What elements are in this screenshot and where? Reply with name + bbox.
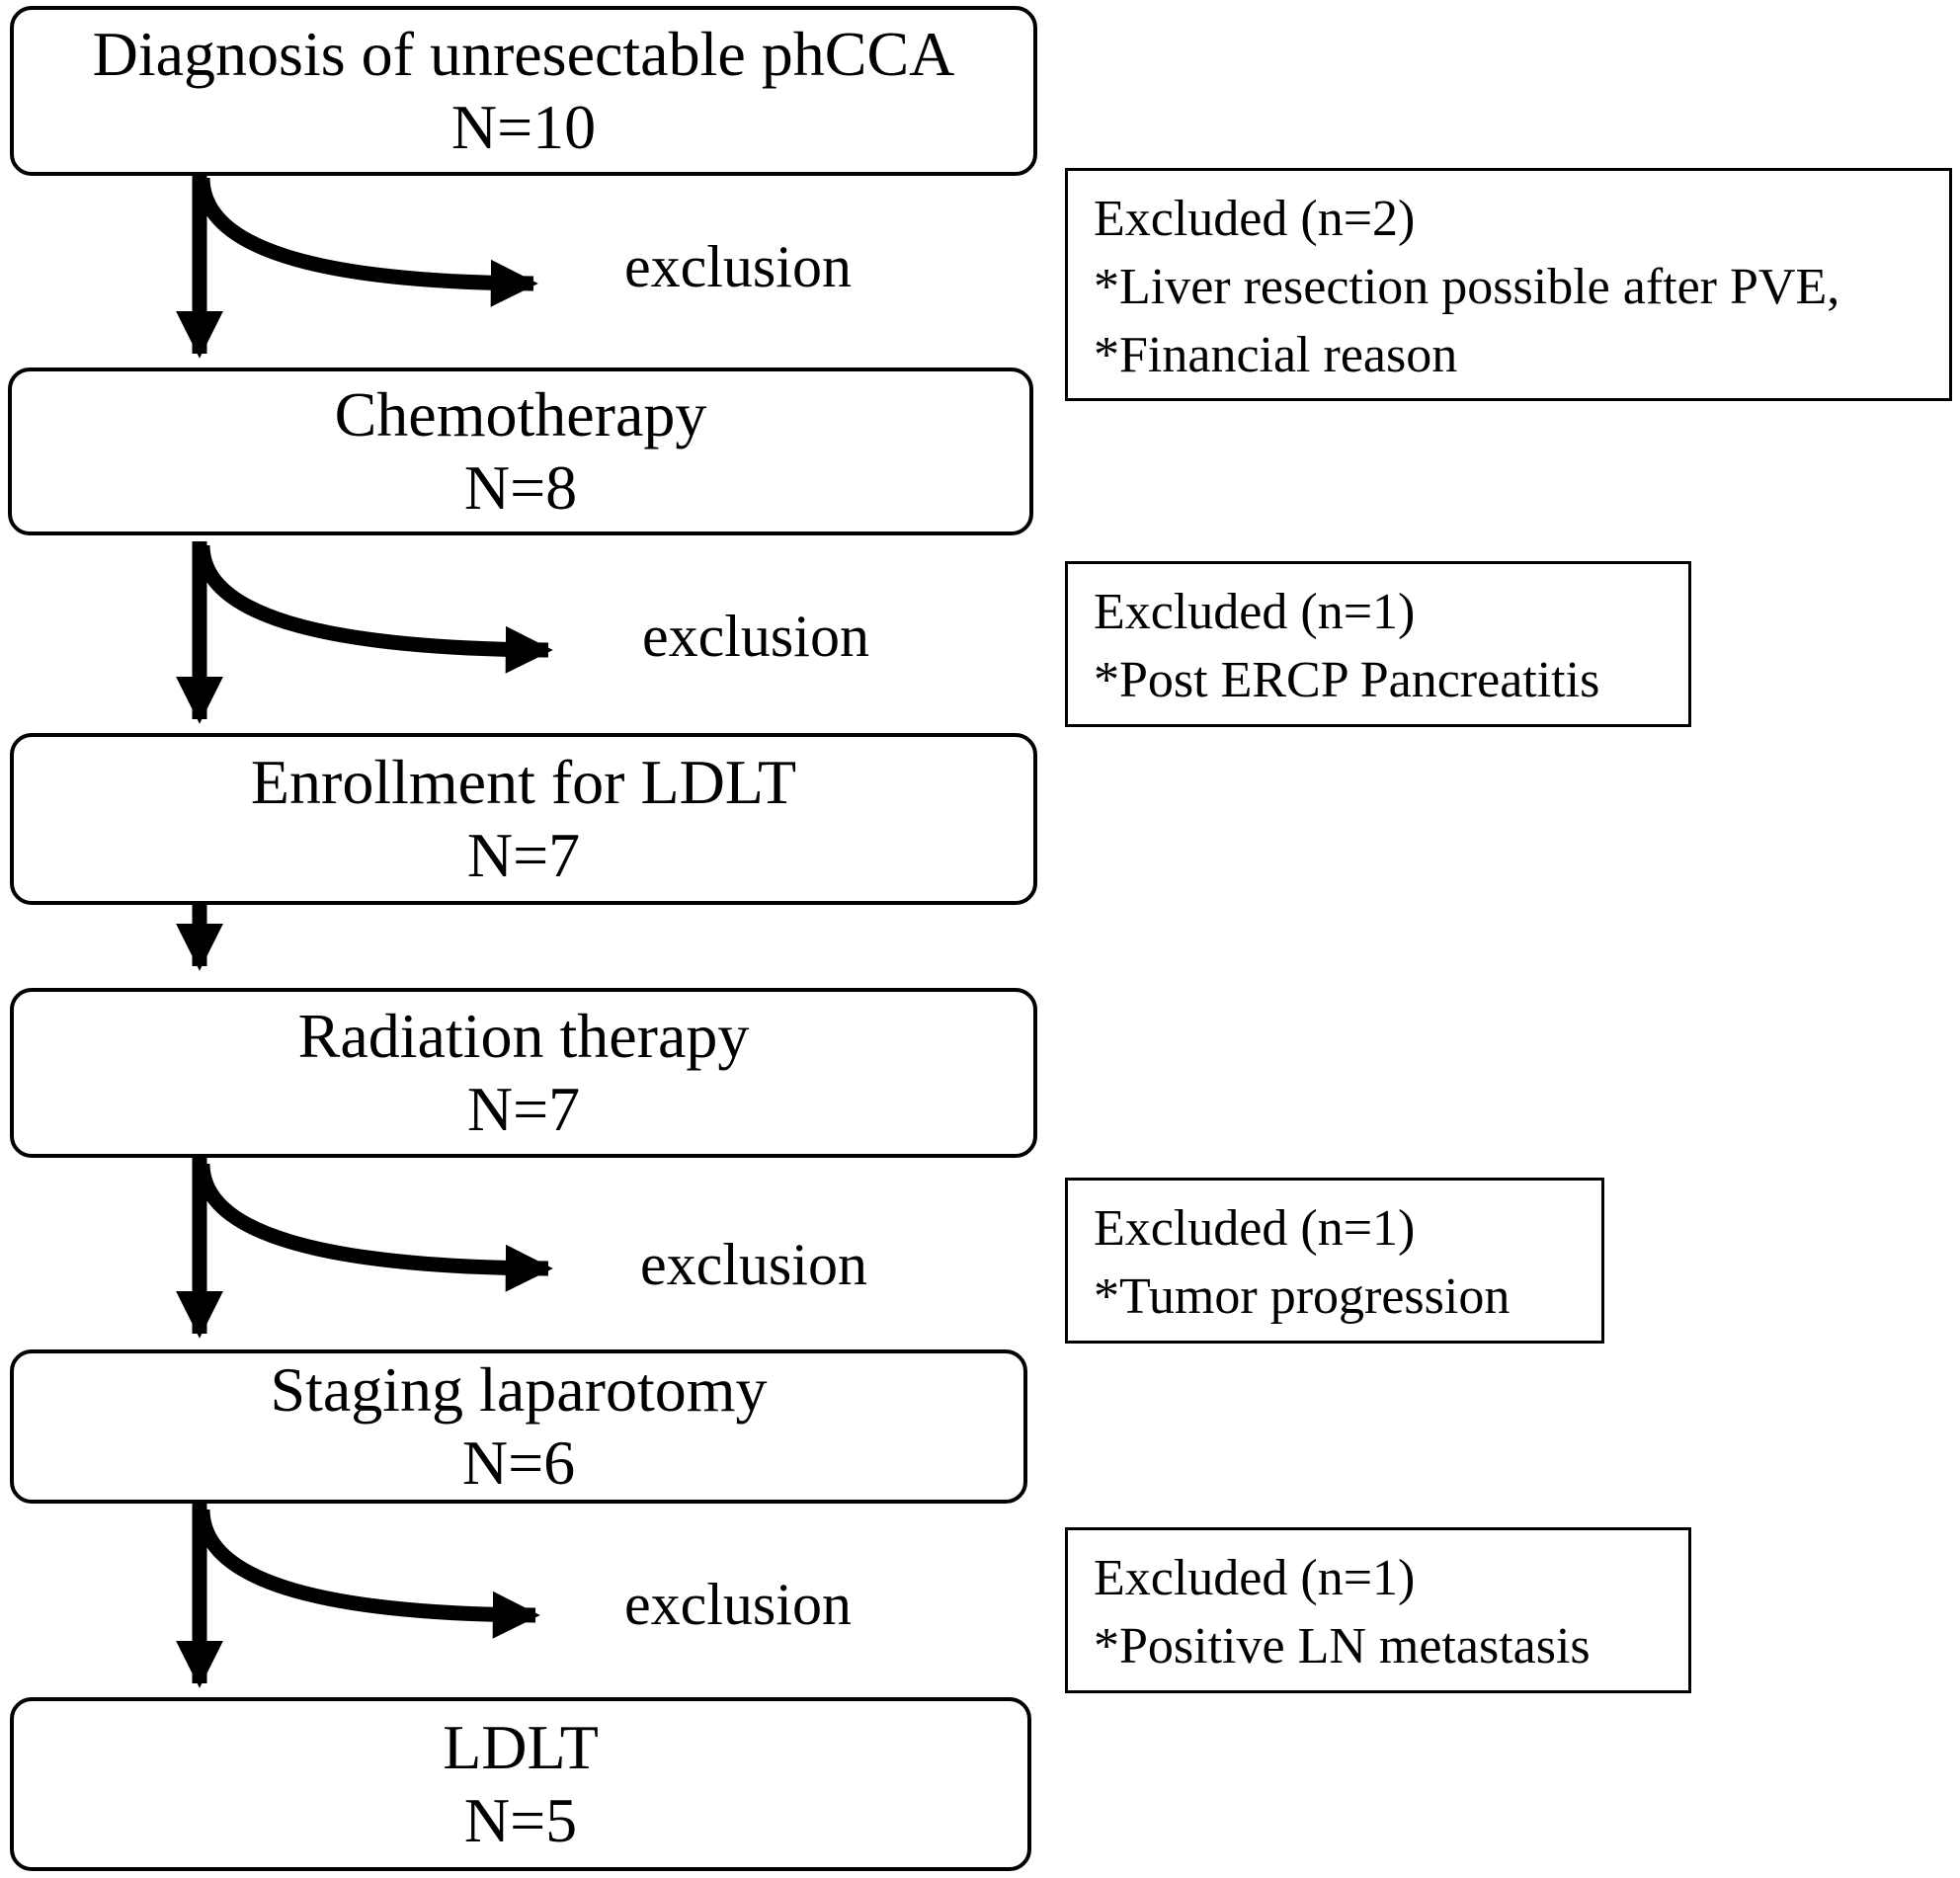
exclusion-heading: Excluded (n=2) <box>1094 191 1416 247</box>
exclusion-heading: Excluded (n=1) <box>1094 1200 1416 1257</box>
exclusion-heading: Excluded (n=1) <box>1094 1550 1416 1606</box>
stage-title: Radiation therapy <box>297 1001 750 1072</box>
stage-count: N=5 <box>463 1785 578 1855</box>
exclusion-reason: *Tumor progression <box>1094 1268 1511 1325</box>
stage-title: Enrollment for LDLT <box>250 747 797 818</box>
stage-box-staging-laparotomy: Staging laparotomy N=6 <box>10 1349 1027 1504</box>
exclusion-box-4: Excluded (n=1) *Positive LN metastasis <box>1065 1527 1691 1693</box>
exclusion-arrow-3 <box>195 1163 553 1292</box>
stage-box-chemotherapy: Chemotherapy N=8 <box>8 367 1033 535</box>
exclusion-reason: *Financial reason <box>1094 327 1458 383</box>
stage-title: Chemotherapy <box>334 379 707 450</box>
stage-title: LDLT <box>443 1712 599 1783</box>
exclusion-arrow-4 <box>195 1509 540 1639</box>
stage-count: N=6 <box>461 1428 576 1498</box>
stage-box-ldlt: LDLT N=5 <box>10 1697 1031 1871</box>
stage-count: N=7 <box>466 1074 581 1144</box>
exclusion-box-1: Excluded (n=2) *Liver resection possible… <box>1065 168 1952 401</box>
stage-title: Staging laparotomy <box>270 1354 768 1426</box>
exclusion-label: exclusion <box>642 604 869 669</box>
stage-count: N=10 <box>450 92 597 162</box>
exclusion-arrow-2 <box>195 544 553 674</box>
stage-count: N=7 <box>466 820 581 890</box>
exclusion-arrow-1 <box>195 177 538 307</box>
exclusion-label: exclusion <box>624 234 852 299</box>
exclusion-heading: Excluded (n=1) <box>1094 584 1416 640</box>
exclusion-label: exclusion <box>640 1232 867 1297</box>
stage-title: Diagnosis of unresectable phCCA <box>92 19 955 90</box>
exclusion-reason: *Positive LN metastasis <box>1094 1618 1591 1674</box>
stage-count: N=8 <box>463 452 578 523</box>
exclusion-reason: *Post ERCP Pancreatitis <box>1094 652 1600 708</box>
exclusion-label: exclusion <box>624 1572 852 1637</box>
exclusion-reason: *Liver resection possible after PVE, <box>1094 259 1840 315</box>
stage-box-radiation: Radiation therapy N=7 <box>10 988 1037 1158</box>
stage-box-enrollment: Enrollment for LDLT N=7 <box>10 733 1037 905</box>
exclusion-box-2: Excluded (n=1) *Post ERCP Pancreatitis <box>1065 561 1691 727</box>
stage-box-diagnosis: Diagnosis of unresectable phCCA N=10 <box>10 6 1037 176</box>
exclusion-box-3: Excluded (n=1) *Tumor progression <box>1065 1178 1604 1344</box>
